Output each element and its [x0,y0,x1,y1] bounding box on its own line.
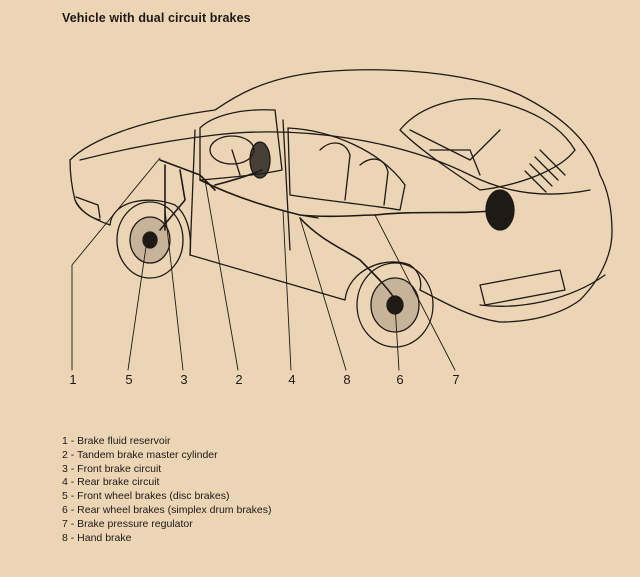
legend-item: 6 - Rear wheel brakes (simplex drum brak… [62,503,272,516]
callout-8: 8 [343,372,351,387]
legend-item: 2 - Tandem brake master cylinder [62,448,218,461]
legend-item: 7 - Brake pressure regulator [62,517,193,530]
callout-5: 5 [125,372,133,387]
car-brake-illustration [69,69,613,371]
legend-item: 1 - Brake fluid reservoir [62,435,171,447]
callout-6: 6 [396,372,404,387]
legend-item: 5 - Front wheel brakes (disc brakes) [62,490,230,503]
callout-3: 3 [180,372,188,387]
legend-item: 3 - Front brake circuit [62,462,162,475]
callout-7: 7 [452,372,460,387]
diagram-title: Vehicle with dual circuit brakes [62,11,251,25]
car-body [69,69,613,323]
legend-list: 1 - Brake fluid reservoir 2 - Tandem bra… [62,435,272,545]
callout-2: 2 [235,372,243,387]
callout-1: 1 [69,372,77,387]
leader-lines [71,157,456,371]
brake-lines [159,159,501,301]
callout-4: 4 [288,372,296,387]
legend-item: 8 - Hand brake [62,531,132,544]
legend-item: 4 - Rear brake circuit [62,476,160,489]
